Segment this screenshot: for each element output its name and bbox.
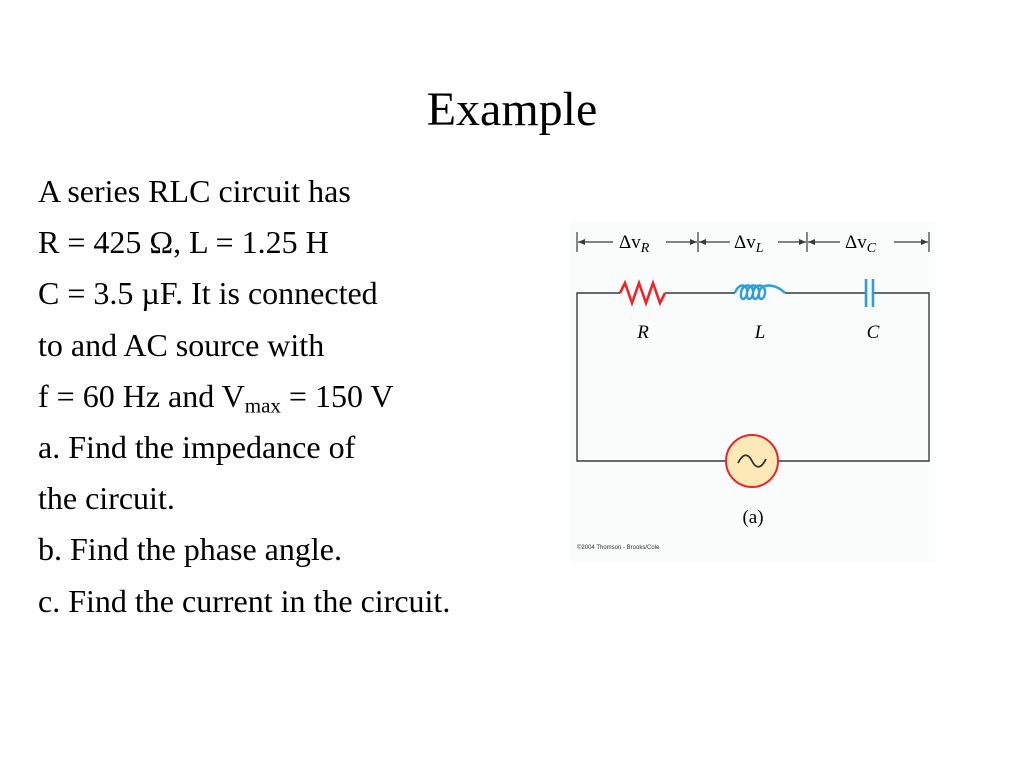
delta-vc-label: ΔvC: [845, 232, 877, 256]
question-c: c. Find the current in the circuit.: [38, 582, 451, 619]
delta-vl-label: ΔvL: [734, 232, 764, 256]
problem-line-3: C = 3.5 µF. It is connected: [38, 275, 378, 312]
delta-vr-label: ΔvR: [619, 232, 650, 256]
resistor-label: R: [636, 322, 649, 343]
circuit-wires: [576, 292, 930, 462]
problem-line-4: to and AC source with: [38, 326, 325, 363]
problem-line-5: f = 60 Hz and Vmax = 150 V: [38, 371, 450, 422]
resistor-icon: [618, 279, 667, 307]
figure-caption: (a): [742, 507, 763, 528]
slide-title: Example: [426, 83, 598, 136]
voltage-span-markers: [576, 232, 930, 252]
rlc-circuit-figure: ΔvR ΔvL ΔvC R L C (a) ©2004 Thomson -: [570, 222, 935, 562]
problem-line-2: R = 425 Ω, L = 1.25 H: [38, 224, 329, 261]
capacitor-icon: [864, 279, 875, 307]
vmax-value: = 150 V: [280, 377, 394, 414]
inductor-icon: [733, 284, 786, 301]
question-b: b. Find the phase angle.: [38, 531, 342, 568]
circuit-diagram: ΔvR ΔvL ΔvC R L C (a): [576, 232, 930, 528]
copyright-credit: ©2004 Thomson - Brooks/Cole: [577, 545, 660, 551]
question-a: a. Find the impedance of: [38, 429, 356, 466]
problem-text: A series RLC circuit has R = 425 Ω, L = …: [38, 166, 450, 627]
problem-line-1: A series RLC circuit has: [38, 173, 351, 209]
capacitor-label: C: [867, 322, 880, 343]
ac-source-icon: [725, 434, 779, 488]
question-a-cont: the circuit.: [38, 480, 175, 517]
frequency-text: f = 60 Hz and V: [38, 377, 245, 414]
vmax-subscript: max: [244, 393, 281, 418]
inductor-label: L: [754, 322, 766, 343]
